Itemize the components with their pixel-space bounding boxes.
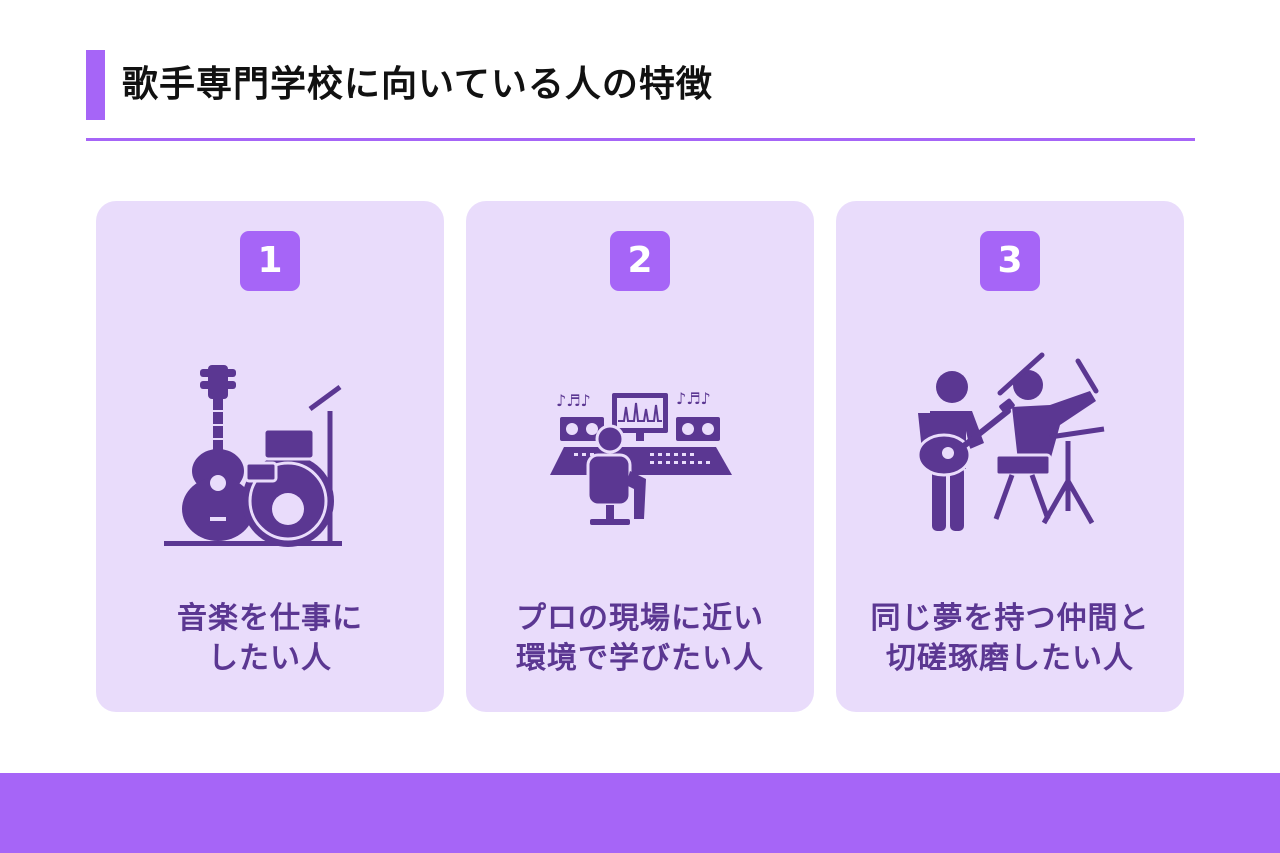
card-caption: プロの現場に近い 環境で学びたい人 [466,599,814,679]
caption-line-2: 環境で学びたい人 [516,641,764,676]
title-divider [86,138,1195,141]
caption-line-2: したい人 [208,641,332,676]
caption-line-2: 切磋琢磨したい人 [886,641,1134,676]
band-instruments-icon [164,365,342,547]
card-caption: 同じ夢を持つ仲間と 切磋琢磨したい人 [836,599,1184,679]
card-number-badge: 1 [240,231,300,291]
svg-text:♪♬♪: ♪♬♪ [556,391,591,410]
feature-card-1: 1 [96,201,444,712]
caption-line-1: 同じ夢を持つ仲間と [870,601,1150,636]
svg-text:♪♬♪: ♪♬♪ [676,389,711,408]
title-accent-bar [86,50,105,120]
card-caption: 音楽を仕事に したい人 [96,599,444,679]
band-members-icon [916,352,1105,531]
feature-card-3: 3 [836,201,1184,712]
card-number-badge: 2 [610,231,670,291]
card-number-badge: 3 [980,231,1040,291]
page-title: 歌手専門学校に向いている人の特徴 [122,64,713,105]
recording-studio-icon: ♪♬♪ ♪♬♪ [550,389,732,525]
caption-line-1: 音楽を仕事に [177,601,363,636]
caption-line-1: プロの現場に近い [516,601,764,636]
footer-band [0,773,1280,853]
feature-card-2: 2 ♪♬♪ ♪♬♪ [466,201,814,712]
